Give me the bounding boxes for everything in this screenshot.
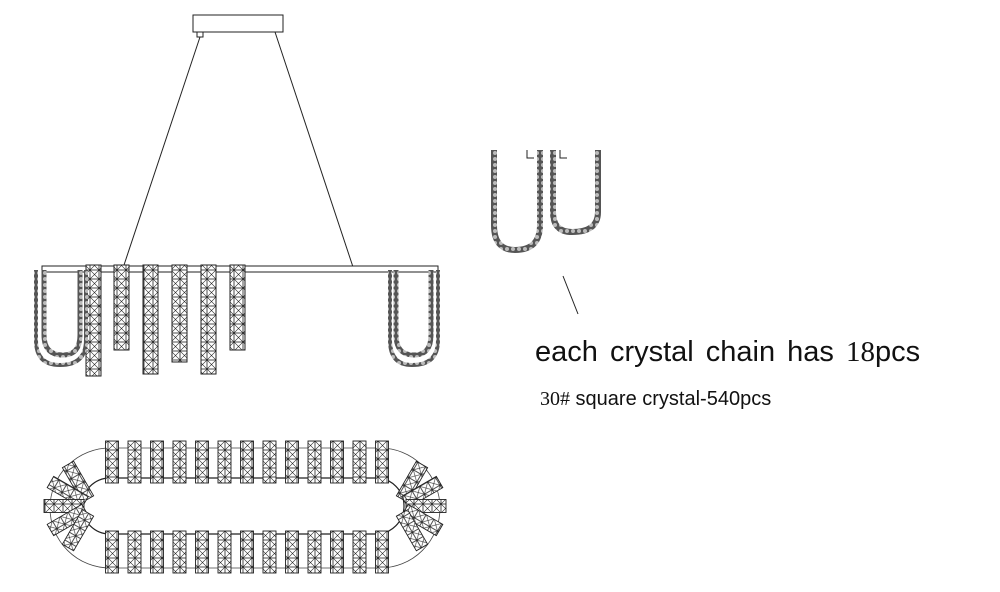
plan-crystal [285, 440, 299, 484]
ceiling-canopy [192, 14, 284, 38]
plan-crystal [46, 503, 89, 537]
plan-crystal [307, 530, 322, 574]
plan-crystal [240, 530, 254, 574]
crystal-count-note: 30# square crystal-540pcs [540, 388, 772, 410]
crystal-column [200, 264, 217, 375]
crystal-column [113, 264, 130, 351]
chain-count-note: each crystal chain has 18pcs [535, 336, 921, 368]
crystal-column [171, 264, 188, 363]
plan-crystal [240, 440, 254, 484]
plan-crystal [217, 530, 232, 574]
plan-crystal [150, 440, 164, 484]
square-crystal-columns [85, 264, 246, 377]
plan-crystal [195, 440, 209, 484]
plan-crystal [262, 530, 277, 574]
plan-crystal [105, 530, 119, 574]
plan-crystal [352, 440, 367, 484]
crystal-column [229, 264, 246, 351]
plan-crystal [330, 440, 344, 484]
plan-crystal [195, 530, 209, 574]
plan-crystal [217, 440, 232, 484]
crystal-column [85, 264, 102, 377]
u-chain-detail [491, 150, 601, 254]
plan-view-ring [43, 440, 447, 574]
plan-ring-outline [81, 477, 405, 535]
plan-crystal [375, 530, 389, 574]
plan-crystal [395, 509, 429, 552]
plan-crystal [375, 440, 389, 484]
plan-crystal [172, 440, 187, 484]
plan-crystal [330, 530, 344, 574]
plan-crystal [127, 440, 142, 484]
plan-crystal [285, 530, 299, 574]
plan-crystal [105, 440, 119, 484]
u-chain-left [34, 270, 88, 368]
plan-crystal [150, 530, 164, 574]
plan-crystal [172, 530, 187, 574]
plan-crystal [352, 530, 367, 574]
crystal-column [142, 264, 159, 375]
plan-crystal [395, 460, 429, 503]
leader-line [562, 275, 579, 315]
suspension-wires [122, 31, 355, 271]
plan-crystal [262, 440, 277, 484]
plan-crystal [307, 440, 322, 484]
plan-crystal [401, 503, 444, 537]
plan-crystal [127, 530, 142, 574]
u-chain-right [388, 270, 440, 368]
plan-crystal [61, 509, 95, 552]
plan-crystal [61, 460, 95, 503]
